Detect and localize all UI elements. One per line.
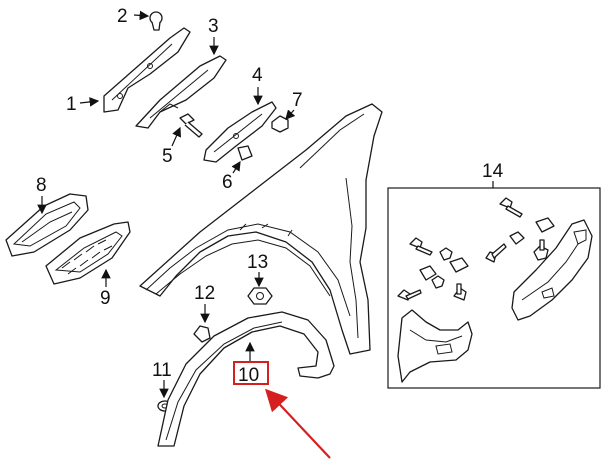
callout-5: 5 xyxy=(162,146,173,167)
part-3-bracket xyxy=(135,55,227,129)
callout-4: 4 xyxy=(252,65,263,86)
callout-13: 13 xyxy=(247,252,268,273)
callout-12: 12 xyxy=(194,283,215,304)
part-4-bracket xyxy=(203,101,277,163)
callout-14: 14 xyxy=(482,161,504,182)
callout-10: 10 xyxy=(238,365,259,386)
fender-body xyxy=(139,103,383,355)
callout-10-highlight-box xyxy=(233,361,269,385)
part-6-clip xyxy=(237,145,253,161)
leader-1 xyxy=(79,97,100,107)
callout-1: 1 xyxy=(66,94,77,115)
leader-7 xyxy=(285,109,296,120)
part-1-bracket xyxy=(103,27,191,113)
part-10-wheel-arch-flare xyxy=(157,311,335,447)
callout-8: 8 xyxy=(36,175,47,196)
callout-6: 6 xyxy=(222,172,233,193)
callout-11: 11 xyxy=(152,360,172,381)
part-5-bolt xyxy=(179,113,203,138)
callout-2: 2 xyxy=(117,6,128,27)
leader-2 xyxy=(133,10,150,21)
part-2-screw xyxy=(149,11,163,31)
part-14-kit-box xyxy=(387,187,601,389)
leader-6 xyxy=(231,160,241,174)
part-9-grille xyxy=(45,221,131,285)
leader-5 xyxy=(171,126,181,147)
red-pointer-arrow xyxy=(264,388,331,459)
callout-3: 3 xyxy=(208,16,219,37)
callout-9: 9 xyxy=(100,288,111,309)
part-14-contents xyxy=(397,197,593,383)
part-7-nut xyxy=(271,115,289,133)
callout-7: 7 xyxy=(292,90,303,111)
part-13-fastener xyxy=(247,287,273,305)
part-12-clip xyxy=(193,325,211,343)
